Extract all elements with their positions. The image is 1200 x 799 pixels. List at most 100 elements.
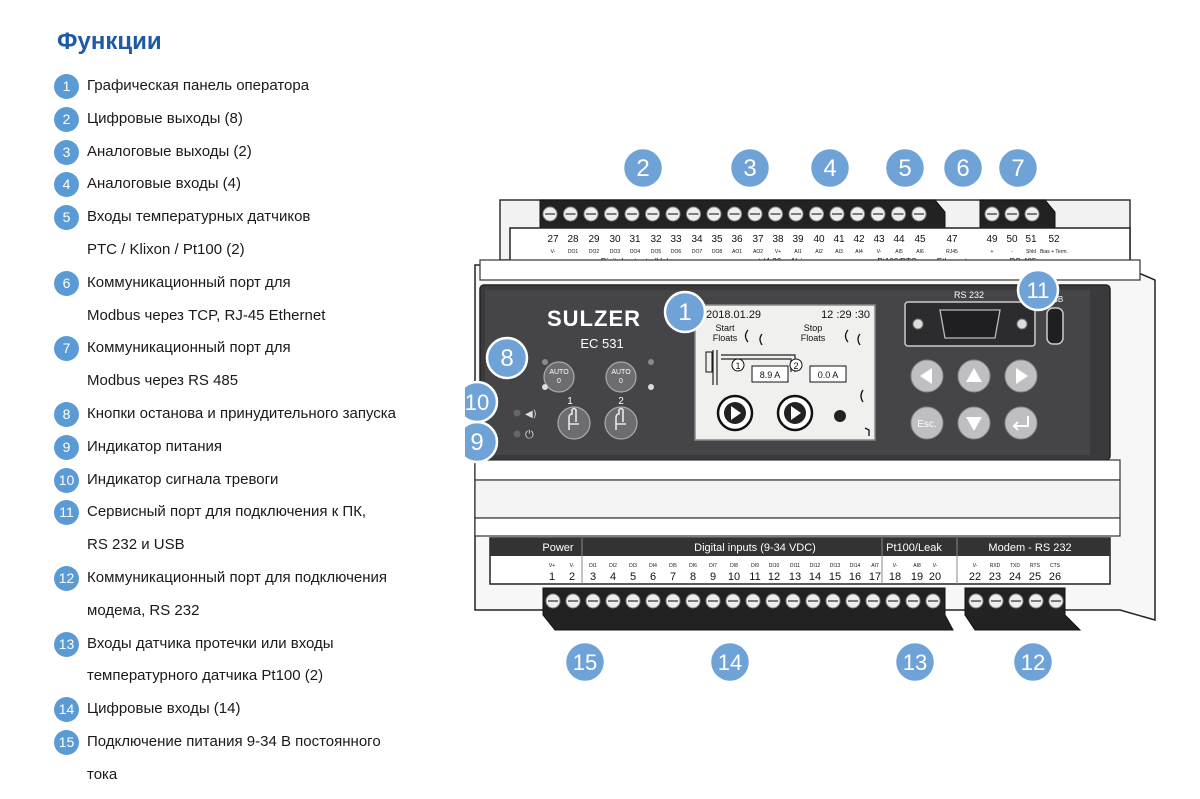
enter-button[interactable] [1004, 406, 1038, 440]
pump-2-number: 2 [793, 361, 798, 371]
feature-text: Цифровые входы (14) [87, 700, 241, 718]
down-arrow-button[interactable] [957, 406, 991, 440]
screen-start-floats: Floats [713, 333, 738, 343]
callout-13: 13 [893, 640, 937, 684]
svg-text:Esc.: Esc. [917, 419, 936, 430]
callout-7: 7 [996, 146, 1040, 190]
terminal-sub-label: AI6 [916, 249, 924, 255]
terminal-number: 12 [768, 571, 780, 583]
bottom-group-label: Pt100/Leak [886, 542, 942, 554]
callout-number: 5 [898, 155, 911, 182]
terminal-screw [785, 593, 801, 609]
terminal-number: 3 [590, 571, 596, 583]
terminal-screw [788, 206, 804, 222]
terminal-number: 13 [789, 571, 801, 583]
terminal-sub-label: DO8 [712, 249, 723, 255]
rs232-label: RS 232 [954, 290, 984, 300]
terminal-screw [865, 593, 881, 609]
terminal-sub-label: DI10 [769, 563, 780, 569]
feature-text: Индикатор сигнала тревоги [87, 470, 279, 488]
terminal-number: 28 [567, 234, 579, 245]
top-label-strip [509, 227, 1131, 263]
feature-number-badge: 13 [54, 631, 79, 657]
feature-text: Индикатор питания [87, 437, 222, 455]
terminal-sub-label: DI12 [810, 563, 821, 569]
terminal-sub-label: V- [933, 563, 938, 569]
terminal-sub-label: Shld [1026, 249, 1036, 255]
usb-port[interactable] [1046, 307, 1064, 345]
led-indicator [542, 359, 548, 365]
callout-12: 12 [1011, 640, 1055, 684]
pipe-drawing [712, 350, 796, 385]
manual-start-button-1[interactable] [557, 406, 591, 440]
terminal-number: 9 [710, 571, 716, 583]
feature-number-badge: 15 [54, 729, 79, 755]
terminal-sub-label: V- [551, 249, 556, 255]
pump-1-label: 1 [567, 396, 573, 407]
terminal-number: 11 [749, 571, 760, 583]
terminal-screw [809, 206, 824, 222]
callout-11: 11 [1016, 268, 1060, 312]
terminal-screw [705, 593, 721, 609]
terminal-screw [1004, 206, 1020, 222]
terminal-screw [563, 206, 578, 222]
terminal-screw [905, 593, 921, 609]
terminal-screw [706, 206, 722, 222]
feature-text: Коммуникационный порт для [87, 339, 291, 357]
pump-1-number-circle [731, 358, 745, 372]
terminal-number: 30 [609, 234, 621, 245]
terminal-sub-label: DO1 [568, 249, 579, 255]
terminal-sub-label: DI8 [730, 563, 738, 569]
power-led [513, 430, 521, 438]
terminal-sub-label: DI14 [850, 563, 861, 569]
svg-text:AUTO: AUTO [611, 369, 631, 376]
feature-number-badge: 4 [54, 172, 79, 198]
right-arrow-button[interactable] [1004, 359, 1038, 393]
up-arrow-button[interactable] [957, 359, 991, 393]
terminal-sub-label: V- [570, 563, 575, 569]
terminal-number: 52 [1048, 234, 1060, 245]
brand-logo: SULZER [547, 306, 641, 331]
rs232-port[interactable] [904, 301, 1036, 347]
terminal-sub-label: DI11 [790, 563, 800, 569]
callout-number: 13 [903, 650, 927, 675]
callout-number: 15 [573, 650, 597, 675]
terminal-sub-label: DO5 [651, 249, 662, 255]
terminal-screw [825, 593, 841, 609]
terminal-screw [624, 206, 640, 222]
terminal-sub-label: CTS [1050, 563, 1061, 569]
pump-2-number-circle [789, 358, 803, 372]
screen-stop-label: Stop [804, 323, 823, 333]
terminal-number: 23 [989, 571, 1001, 583]
terminal-screw [665, 206, 681, 222]
terminal-screw [585, 593, 601, 609]
auto-button-2[interactable]: AUTO 0 [605, 361, 637, 393]
manual-start-button-2[interactable] [604, 406, 638, 440]
terminal-number: 17 [869, 571, 881, 583]
led-indicator [648, 359, 654, 365]
device-side-rails [479, 259, 1141, 281]
terminal-sub-label: + [991, 249, 994, 255]
feature-text: температурного датчика Pt100 (2) [87, 667, 324, 685]
feature-text: RS 232 и USB [87, 536, 185, 554]
callout-number: 12 [1021, 650, 1045, 675]
feature-number-badge: 14 [54, 697, 79, 723]
pump-1-number: 1 [735, 361, 740, 371]
pump-2-current-box [809, 365, 847, 383]
svg-text:0: 0 [619, 378, 623, 385]
terminal-number: 51 [1025, 234, 1037, 245]
terminal-screw [727, 206, 742, 222]
terminal-screw [725, 593, 741, 609]
terminal-number: 29 [588, 234, 600, 245]
auto-button-1[interactable]: AUTO 0 [543, 361, 575, 393]
left-arrow-button[interactable] [910, 359, 944, 393]
feature-text: Аналоговые выходы (2) [87, 142, 252, 160]
esc-button[interactable]: Esc. [910, 406, 944, 440]
